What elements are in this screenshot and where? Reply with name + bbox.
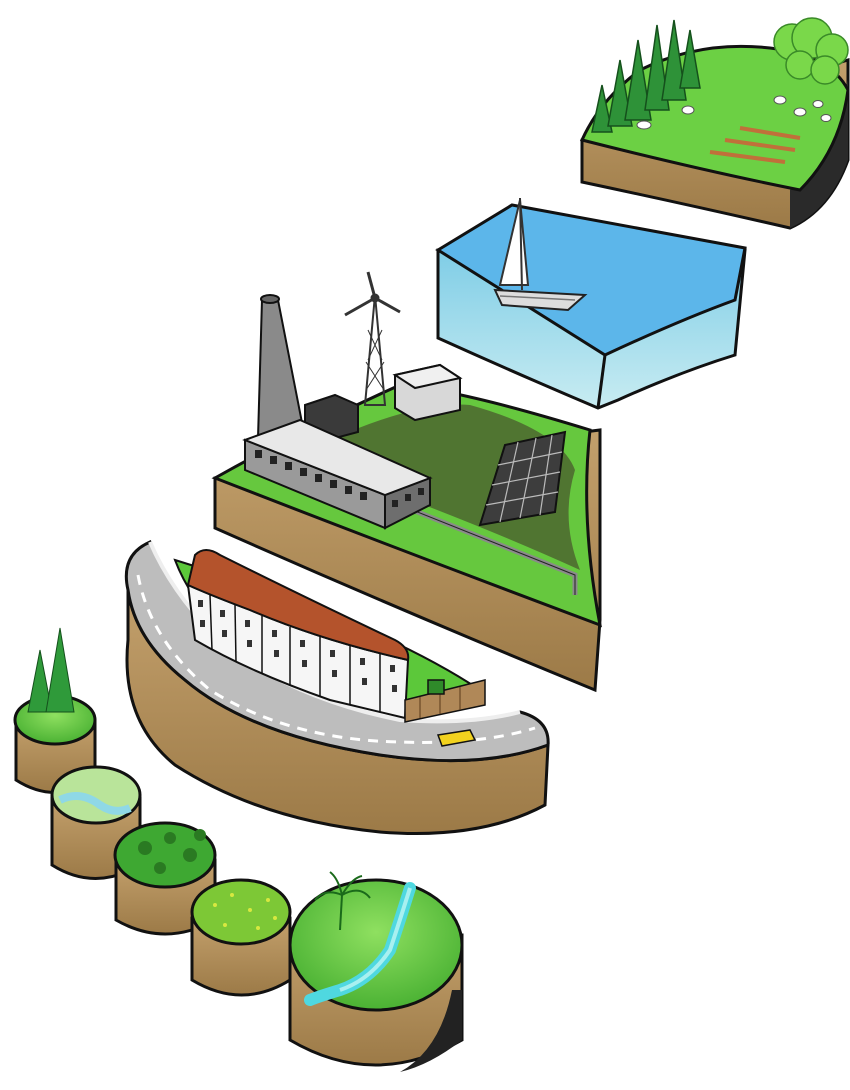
water-body-block: [435, 197, 747, 410]
cypress-icon: [27, 627, 75, 713]
sailboat-icon: [493, 197, 588, 312]
factory-icon: [242, 294, 433, 530]
house-windows: [198, 600, 397, 692]
fence-icon: [404, 679, 486, 723]
car-icon: [436, 729, 477, 747]
tree-icon: [591, 19, 701, 133]
factory-roof: [242, 418, 433, 497]
house-row-roof: [186, 549, 410, 662]
meadow-flowers: [213, 893, 277, 930]
forest-farmland-block: [579, 17, 850, 230]
water-block-edge: [596, 354, 607, 409]
house-dividers: [209, 594, 381, 712]
field-rows: [709, 126, 801, 164]
solar-panel-icon: [478, 430, 567, 527]
factory-windows: [255, 450, 424, 507]
houses-icon: [186, 549, 410, 720]
wetland-stream: [58, 792, 132, 815]
sheep-icon: [636, 95, 832, 130]
wind-turbine-icon: [344, 271, 401, 406]
habitat-cores: [13, 627, 464, 1072]
urban-street-block: [124, 540, 550, 835]
core-shrubland: [113, 821, 217, 936]
palm-icon: [314, 871, 371, 931]
shrub-icon: [138, 829, 206, 874]
pipeline-outline: [399, 504, 576, 595]
industry-energy-block: [211, 271, 602, 693]
core-meadow: [190, 878, 292, 997]
deciduous-trees: [773, 17, 849, 85]
core-riparian: [288, 871, 464, 1072]
chimney: [256, 295, 307, 439]
green-bin: [427, 679, 445, 695]
